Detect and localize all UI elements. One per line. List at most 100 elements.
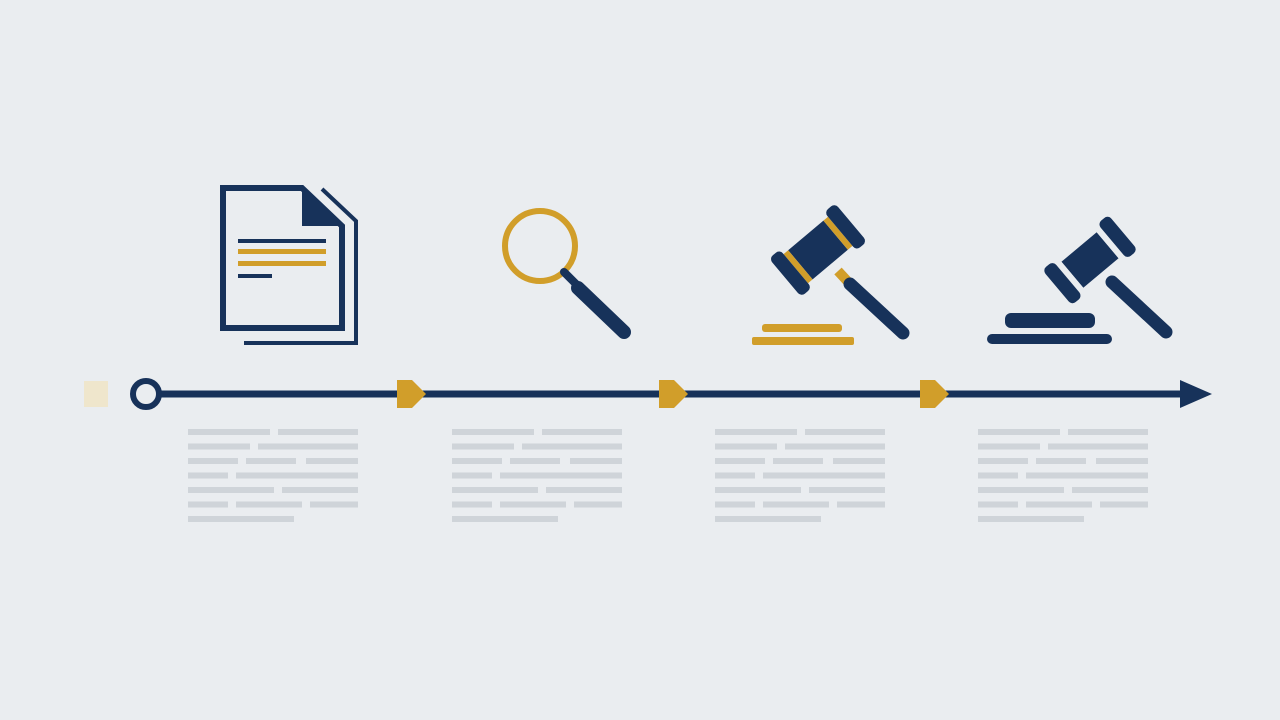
placeholder-text-line [452, 443, 514, 450]
placeholder-text-line [833, 458, 885, 464]
gavel-head-cap-1 [771, 251, 810, 295]
placeholder-text-line [978, 487, 1064, 493]
placeholder-text-line [837, 501, 885, 508]
placeholder-text-line [763, 501, 829, 508]
placeholder-text-line [978, 429, 1060, 435]
document-line-1 [238, 239, 326, 243]
stage-description-1 [188, 429, 358, 522]
placeholder-text-line [715, 429, 797, 435]
placeholder-text-line [1048, 443, 1148, 450]
placeholder-text-line [1068, 429, 1148, 435]
document-folded-corner [302, 188, 342, 226]
faded-start-marker [84, 381, 108, 407]
gavel2-head-cap-2 [1099, 216, 1136, 257]
placeholder-text-line [452, 487, 538, 493]
gavel2-head-band-1 [1056, 261, 1084, 292]
placeholder-text-line [310, 501, 358, 508]
gavel2-head-body [1061, 232, 1119, 288]
magnifying-glass-icon [502, 208, 631, 339]
gavel-with-navy-base-icon [987, 216, 1173, 344]
placeholder-text-line [188, 501, 228, 508]
placeholder-text-line [452, 501, 492, 508]
gavel-head-band-1 [783, 250, 813, 284]
gavel2-base-bottom [987, 334, 1112, 344]
document-front-page [220, 185, 345, 331]
placeholder-text-line [785, 443, 885, 450]
placeholder-text-line [188, 472, 228, 479]
timeline-start-circle-icon [130, 378, 162, 410]
document-line-4 [238, 274, 272, 278]
placeholder-text-line [1072, 487, 1148, 493]
placeholder-text-line [188, 429, 270, 435]
placeholder-text-line [188, 516, 294, 522]
placeholder-text-line [773, 458, 823, 464]
placeholder-text-line [1096, 458, 1148, 464]
placeholder-text-line [978, 516, 1084, 522]
placeholder-text-line [978, 458, 1028, 464]
placeholder-text-line [452, 429, 534, 435]
document-line-3 [238, 261, 326, 266]
placeholder-text-line [1036, 458, 1086, 464]
placeholder-text-line [1026, 501, 1092, 508]
placeholder-text-line [522, 443, 622, 450]
placeholder-text-line [715, 443, 777, 450]
stage-description-3 [715, 429, 885, 522]
placeholder-text-line [809, 487, 885, 493]
placeholder-text-line [452, 516, 558, 522]
placeholder-text-line [452, 458, 502, 464]
gavel-head-body [788, 220, 848, 280]
placeholder-text-line [574, 501, 622, 508]
gavel-handle [843, 277, 910, 340]
placeholder-text-line [236, 501, 302, 508]
gavel2-base-top [1005, 313, 1095, 328]
placeholder-text-line [282, 487, 358, 493]
placeholder-text-line [763, 472, 885, 479]
placeholder-text-line [570, 458, 622, 464]
placeholder-text-line [188, 487, 274, 493]
placeholder-text-line [978, 472, 1018, 479]
placeholder-text-line [715, 501, 755, 508]
step-marker-icon-1 [397, 380, 426, 408]
stage-descriptions [188, 429, 1148, 522]
placeholder-text-line [246, 458, 296, 464]
placeholder-text-line [1100, 501, 1148, 508]
placeholder-text-line [978, 501, 1018, 508]
placeholder-text-line [546, 487, 622, 493]
gavel-head-band-2 [823, 216, 853, 250]
gavel-with-gold-base-icon [752, 205, 910, 345]
placeholder-text-line [715, 458, 765, 464]
placeholder-text-line [452, 472, 492, 479]
step-marker-icon-3 [920, 380, 949, 408]
gavel2-handle [1105, 275, 1173, 339]
magnifier-lens [502, 208, 578, 284]
timeline-axis [130, 378, 1212, 410]
placeholder-text-line [715, 516, 821, 522]
placeholder-text-line [236, 472, 358, 479]
placeholder-text-line [258, 443, 358, 450]
placeholder-text-line [715, 487, 801, 493]
placeholder-text-line [188, 458, 238, 464]
placeholder-text-line [500, 501, 566, 508]
placeholder-text-line [978, 443, 1040, 450]
placeholder-text-line [805, 429, 885, 435]
stage-description-2 [452, 429, 622, 522]
placeholder-text-line [188, 443, 250, 450]
placeholder-text-line [306, 458, 358, 464]
gavel-head-cap-2 [826, 205, 865, 249]
placeholder-text-line [715, 472, 755, 479]
placeholder-text-line [510, 458, 560, 464]
placeholder-text-line [542, 429, 622, 435]
document-icon [220, 185, 358, 345]
document-line-2 [238, 249, 326, 254]
gavel2-head-cap-1 [1044, 263, 1081, 304]
timeline-end-arrow-icon [1180, 380, 1212, 408]
gavel-base-top [762, 324, 842, 332]
step-marker-icon-2 [659, 380, 688, 408]
placeholder-text-line [278, 429, 358, 435]
placeholder-text-line [500, 472, 622, 479]
document-back-page [244, 187, 358, 345]
magnifier-handle [571, 281, 631, 339]
gavel-base-bottom [752, 337, 854, 345]
gavel2-head-band-2 [1096, 228, 1124, 259]
